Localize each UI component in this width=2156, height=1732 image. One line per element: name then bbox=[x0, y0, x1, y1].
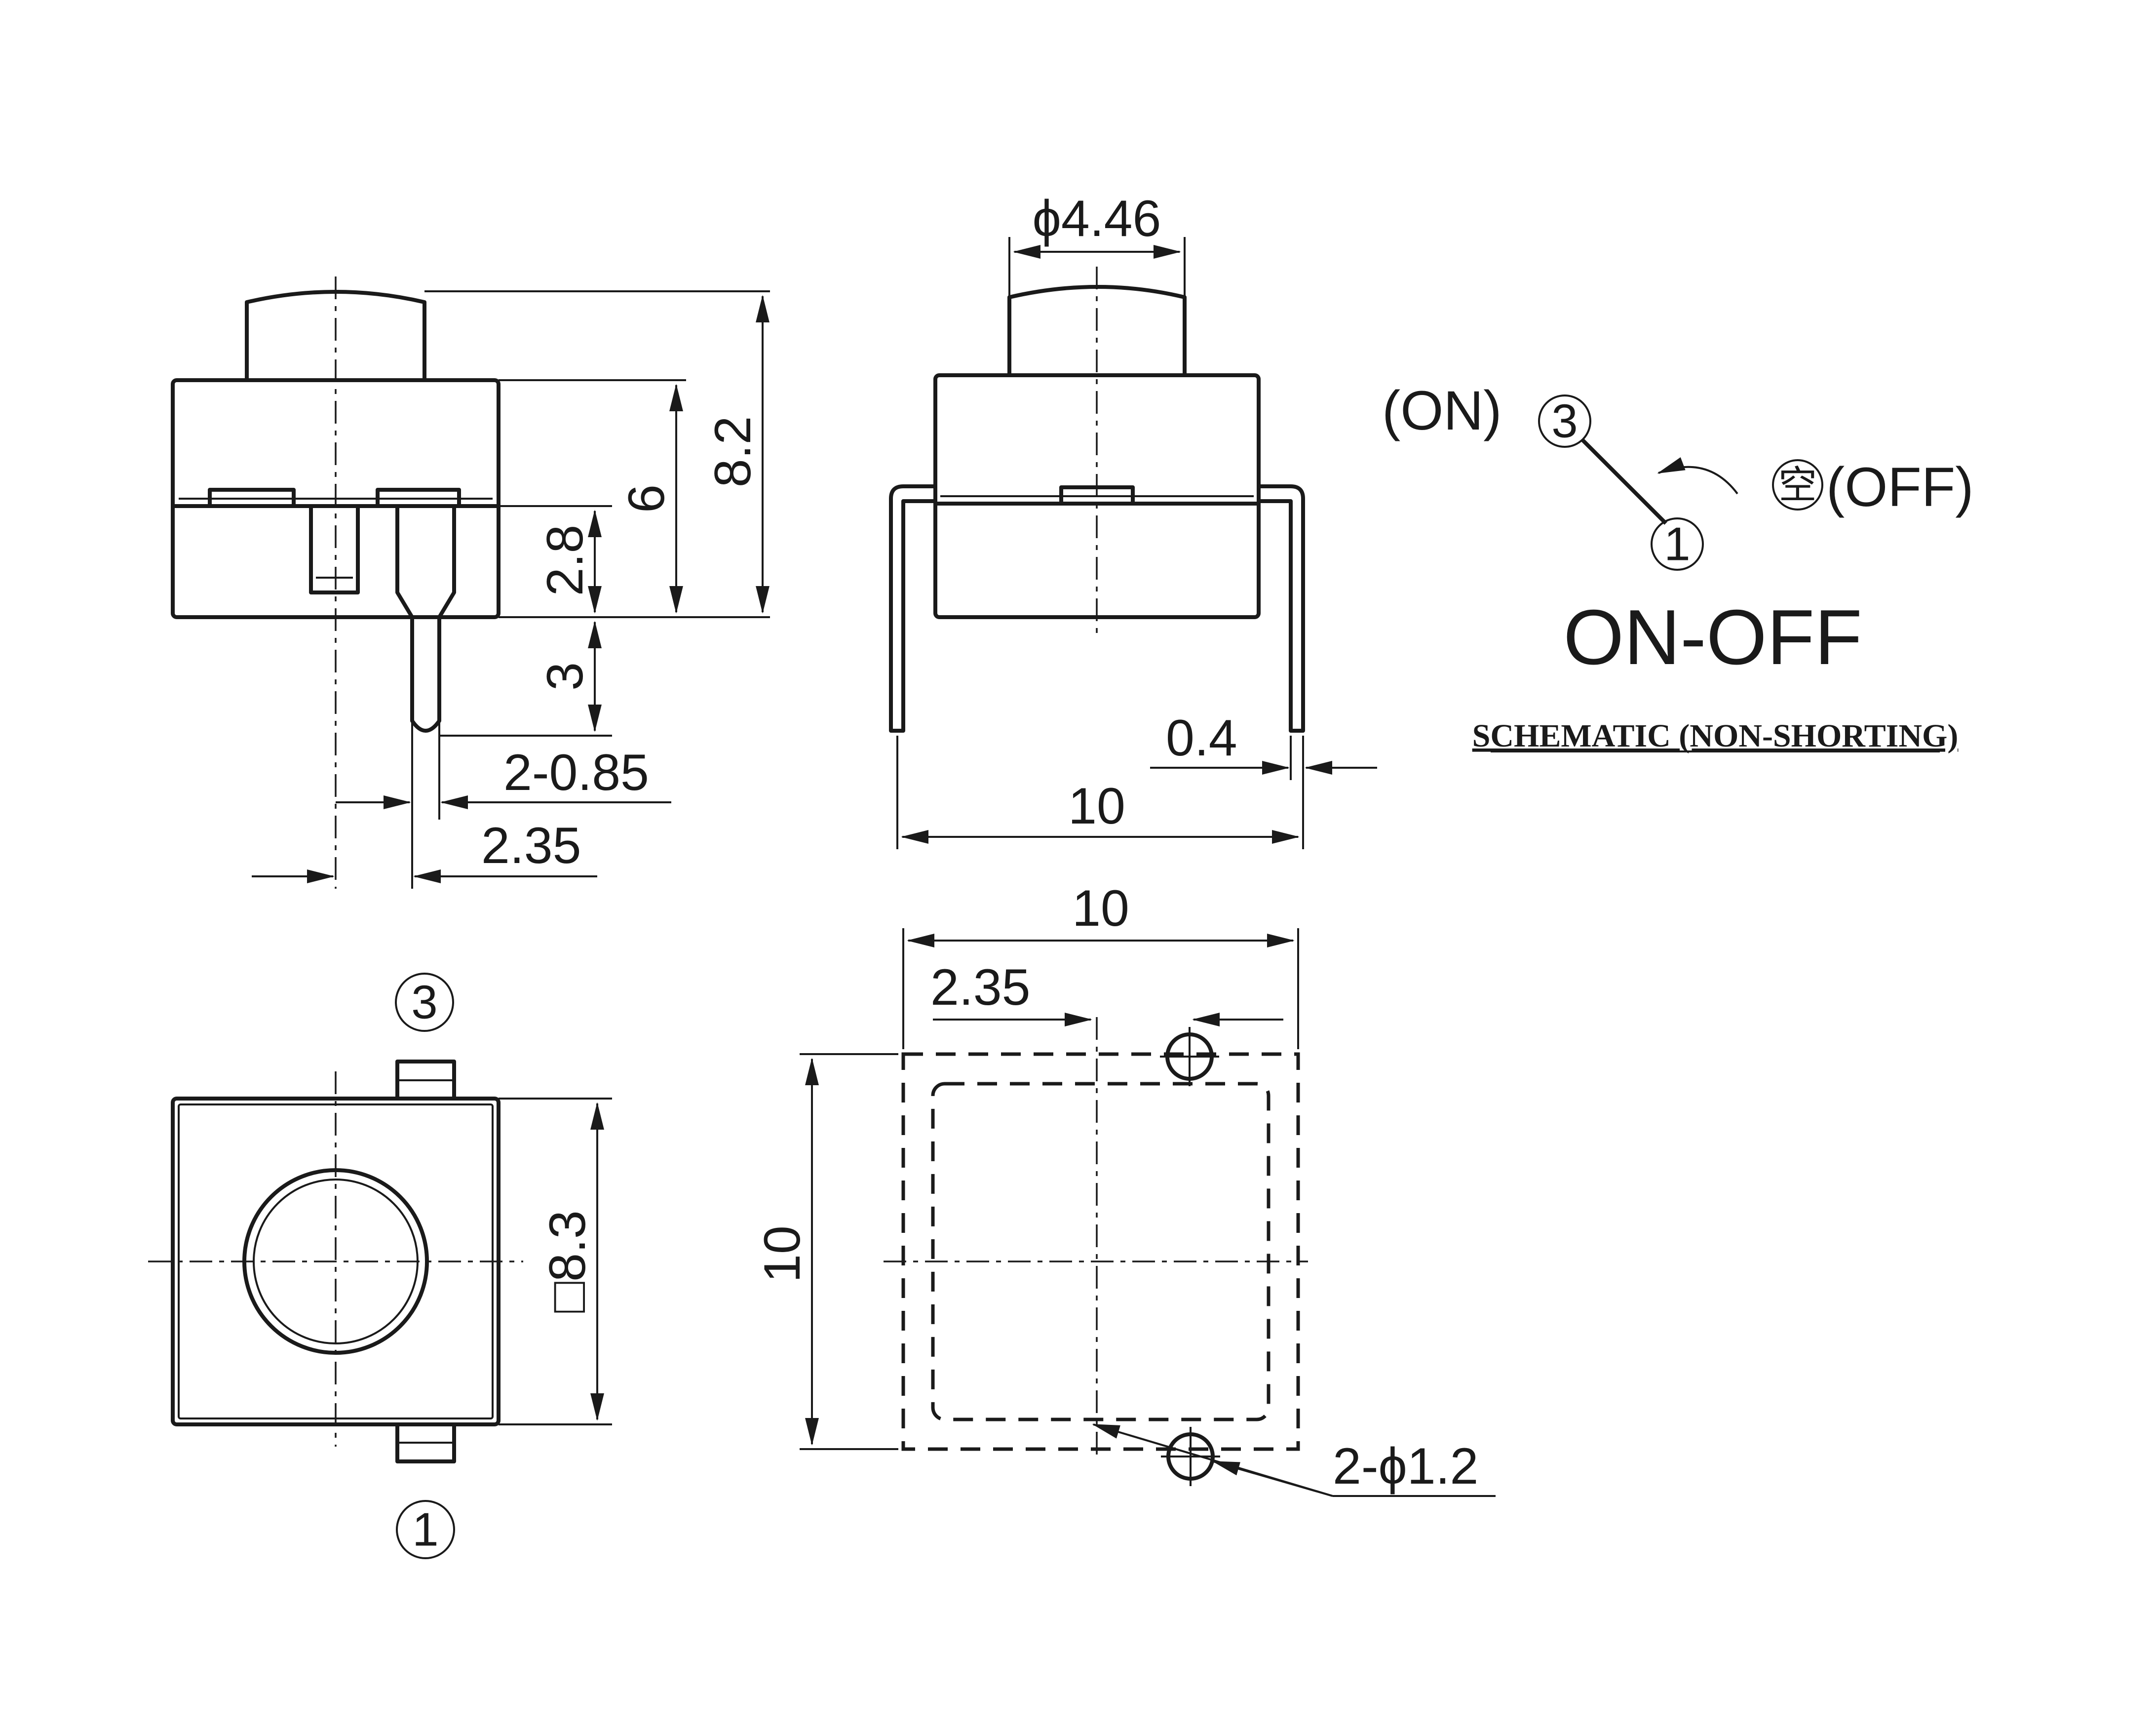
dim-pin-offset: 2.35 bbox=[481, 817, 581, 874]
schematic-switch-arrow bbox=[1657, 457, 1738, 495]
footprint-view: 10 2.35 10 2-ϕ1.2 bbox=[754, 880, 1496, 1497]
schematic-on-label: (ON) bbox=[1382, 380, 1502, 441]
front-tab-right bbox=[376, 488, 461, 508]
top-pin-1-label: 1 bbox=[412, 1503, 438, 1556]
schematic-off-symbol-circle bbox=[1772, 459, 1823, 511]
dim-footprint-width: 10 bbox=[1072, 880, 1129, 937]
schematic-caption: SCHEMATIC (NON-SHORTING) bbox=[1472, 718, 1959, 754]
front-view: 8.2 6 2.8 3 2-0.85 2.35 bbox=[171, 276, 770, 889]
schematic-off-symbol: 空 bbox=[1778, 463, 1817, 507]
front-tab-left bbox=[208, 488, 296, 508]
dim-holes: 2-ϕ1.2 bbox=[1333, 1438, 1478, 1495]
schematic-off-label: (OFF) bbox=[1826, 456, 1974, 518]
side-pin-left bbox=[889, 484, 935, 733]
schematic-contact-line bbox=[1580, 438, 1667, 525]
schematic-pin-on: 3 bbox=[1551, 395, 1578, 448]
footprint-outline bbox=[901, 1052, 1300, 1451]
top-pin-3-circle bbox=[395, 973, 454, 1032]
top-pin-1-circle bbox=[396, 1500, 455, 1559]
dim-pin-length: 3 bbox=[537, 662, 594, 691]
dim-button-diameter: ϕ4.46 bbox=[1033, 190, 1161, 247]
schematic: (ON) 3 1 空 (OFF) ON-OFF SCHEMATIC (NON-S… bbox=[1382, 380, 1974, 754]
dim-hole-offset: 2.35 bbox=[930, 959, 1030, 1016]
dim-height-total: 8.2 bbox=[704, 416, 762, 488]
schematic-pin-common: 1 bbox=[1664, 518, 1690, 571]
dim-footprint-height: 10 bbox=[754, 1225, 811, 1283]
top-view: 3 1 □8.3 bbox=[148, 973, 612, 1559]
dim-height-lower: 2.8 bbox=[537, 525, 594, 596]
footprint-body-outline bbox=[931, 1082, 1270, 1421]
dim-body-size: □8.3 bbox=[539, 1210, 596, 1312]
dim-pin-width: 2-0.85 bbox=[503, 744, 649, 801]
dim-pin-thickness: 0.4 bbox=[1166, 709, 1237, 767]
side-pin-right bbox=[1259, 484, 1305, 733]
schematic-mode: ON-OFF bbox=[1563, 594, 1862, 681]
dim-pin-span: 10 bbox=[1068, 778, 1125, 835]
dim-height-body: 6 bbox=[618, 484, 675, 513]
top-pin-3-label: 3 bbox=[411, 976, 437, 1029]
schematic-pin-3-circle bbox=[1538, 394, 1591, 448]
front-slot bbox=[309, 506, 360, 594]
dim-leader-holes-b bbox=[1212, 1460, 1333, 1497]
schematic-pin-1-circle bbox=[1651, 517, 1704, 571]
side-view: ϕ4.46 0.4 10 bbox=[889, 190, 1377, 849]
